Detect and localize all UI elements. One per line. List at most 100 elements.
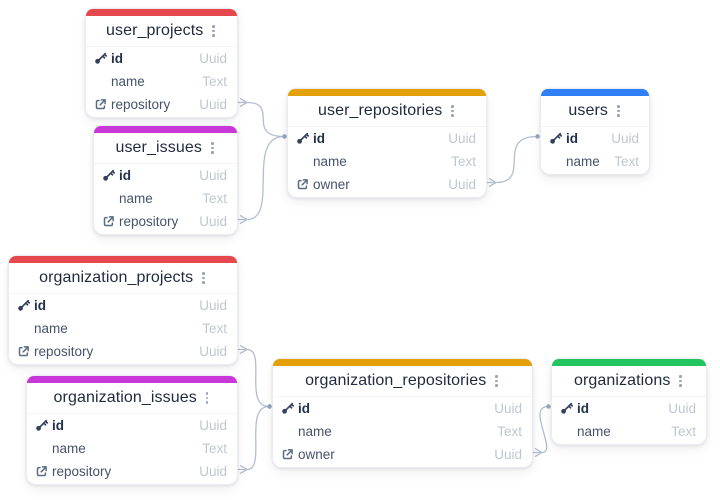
table-menu-icon[interactable] <box>200 270 207 286</box>
key-icon <box>94 52 111 65</box>
field-row-user_issues-repository[interactable]: repository Uuid <box>94 210 237 233</box>
table-header: organizations <box>552 366 706 397</box>
field-row-organization_issues-id[interactable]: id Uuid <box>27 414 237 437</box>
field-type: Uuid <box>668 401 696 416</box>
field-name: id <box>119 168 131 183</box>
table-menu-icon[interactable] <box>210 23 217 39</box>
field-row-organization_projects-name[interactable]: name Text <box>9 317 237 340</box>
field-name: id <box>313 131 325 146</box>
field-name: id <box>52 418 64 433</box>
relationship-target-dot <box>267 404 272 409</box>
field-name: id <box>111 51 123 66</box>
field-type: Uuid <box>199 298 227 313</box>
external-link-icon <box>94 98 111 111</box>
field-type: Uuid <box>611 131 639 146</box>
field-type: Text <box>202 74 227 89</box>
field-name: id <box>577 401 589 416</box>
field-row-user_issues-id[interactable]: id Uuid <box>94 164 237 187</box>
relationship-user_repositories-owner-to-users-id[interactable] <box>487 134 540 187</box>
field-row-organizations-id[interactable]: id Uuid <box>552 397 706 420</box>
relationship-organization_repositories-owner-to-organizations-id[interactable] <box>533 404 551 457</box>
field-row-organization_projects-id[interactable]: id Uuid <box>9 294 237 317</box>
field-type: Text <box>202 191 227 206</box>
table-title: user_issues <box>115 139 202 156</box>
relationship-user_issues-repository-to-user_repositories-id[interactable] <box>238 134 287 224</box>
table-accent-strip <box>9 256 237 263</box>
field-name: repository <box>119 214 179 229</box>
field-row-users-name[interactable]: name Text <box>541 150 649 173</box>
relationship-organization_projects-repository-to-organization_repositories-id[interactable] <box>238 345 272 409</box>
key-icon <box>549 132 566 145</box>
table-title: organization_projects <box>39 269 194 286</box>
key-icon <box>17 299 34 312</box>
table-accent-strip <box>273 359 532 366</box>
field-type: Uuid <box>199 418 227 433</box>
relationship-target-dot <box>282 134 287 139</box>
field-type: Uuid <box>448 177 476 192</box>
table-card-organizations[interactable]: organizations id Uuid name Text <box>551 358 707 445</box>
field-type: Text <box>614 154 639 169</box>
field-name: repository <box>52 464 112 479</box>
field-name: name <box>298 424 332 439</box>
field-name: name <box>566 154 600 169</box>
key-icon <box>102 169 119 182</box>
field-row-user_repositories-id[interactable]: id Uuid <box>288 127 486 150</box>
relationship-organization_issues-repository-to-organization_repositories-id[interactable] <box>238 404 272 474</box>
table-title: users <box>568 102 609 119</box>
field-name: id <box>34 298 46 313</box>
field-type: Text <box>451 154 476 169</box>
field-row-user_repositories-owner[interactable]: owner Uuid <box>288 173 486 196</box>
field-type: Uuid <box>448 131 476 146</box>
field-name: name <box>34 321 68 336</box>
field-row-user_repositories-name[interactable]: name Text <box>288 150 486 173</box>
field-type: Uuid <box>494 401 522 416</box>
table-header: user_projects <box>86 16 237 47</box>
table-menu-icon[interactable] <box>677 373 684 389</box>
external-link-icon <box>102 215 119 228</box>
key-icon <box>560 402 577 415</box>
field-type: Uuid <box>199 464 227 479</box>
external-link-icon <box>35 465 52 478</box>
field-type: Uuid <box>199 214 227 229</box>
table-title: organization_repositories <box>305 372 487 389</box>
table-header: organization_projects <box>9 263 237 294</box>
table-menu-icon[interactable] <box>493 373 500 389</box>
field-type: Uuid <box>199 51 227 66</box>
table-menu-icon[interactable] <box>209 140 216 156</box>
field-type: Text <box>671 424 696 439</box>
field-row-organizations-name[interactable]: name Text <box>552 420 706 443</box>
table-menu-icon[interactable] <box>204 390 211 406</box>
field-name: owner <box>313 177 350 192</box>
field-name: name <box>52 441 86 456</box>
field-row-organization_issues-repository[interactable]: repository Uuid <box>27 460 237 483</box>
field-type: Text <box>202 321 227 336</box>
table-header: user_issues <box>94 133 237 164</box>
relationship-user_projects-repository-to-user_repositories-id[interactable] <box>238 98 287 139</box>
table-menu-icon[interactable] <box>449 103 456 119</box>
table-menu-icon[interactable] <box>615 103 622 119</box>
field-name: name <box>577 424 611 439</box>
field-type: Uuid <box>199 168 227 183</box>
field-row-user_projects-id[interactable]: id Uuid <box>86 47 237 70</box>
field-type: Uuid <box>494 447 522 462</box>
key-icon <box>35 419 52 432</box>
table-accent-strip <box>552 359 706 366</box>
field-name: name <box>313 154 347 169</box>
